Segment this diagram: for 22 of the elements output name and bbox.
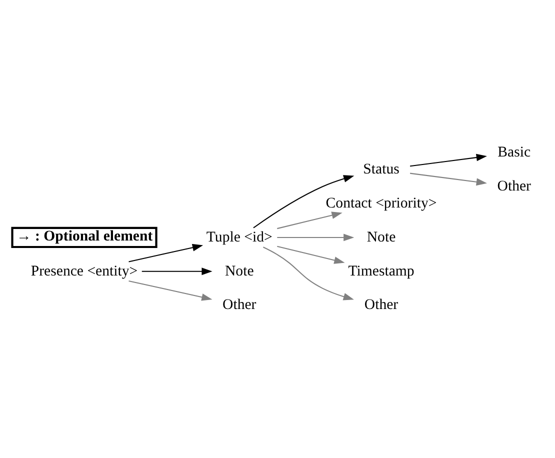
node-text: Status [363,162,400,178]
node-text: Note [224,263,254,280]
arrow [277,212,342,230]
arrow [410,154,487,167]
node-text: Basic [498,144,531,161]
node-text: Note [366,229,396,246]
arrow [277,246,345,264]
node-text: Tuple <id> [206,229,272,246]
node-text: Other [222,297,256,314]
node-text: Contact <priority> [326,196,437,212]
arrow [263,246,354,300]
arrow [410,172,487,186]
arrow [277,234,354,242]
node-text: Presence <entity> [30,263,138,280]
arrow [142,268,212,276]
node-text: Other [364,297,398,314]
node-text: Other [497,178,532,195]
arrow [253,175,354,228]
arrow [128,280,212,301]
arrow [128,244,204,262]
node-text: Timestamp [348,263,414,280]
legend-label: → : Optional element [16,228,153,244]
